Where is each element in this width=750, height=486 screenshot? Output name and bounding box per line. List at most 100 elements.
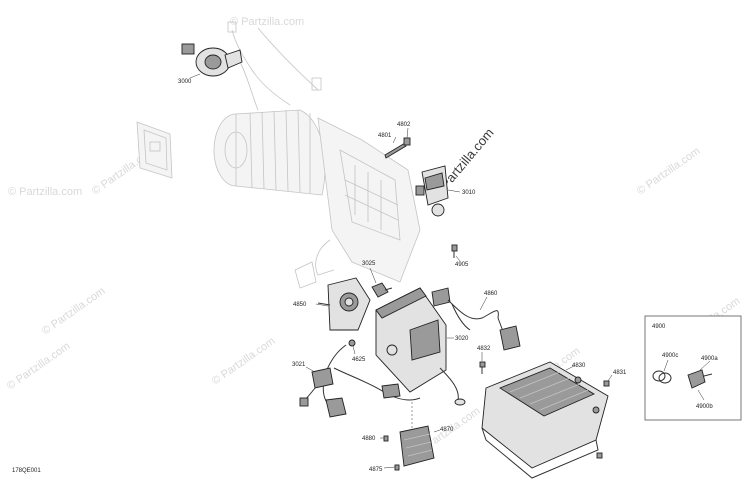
part-4850-bracket[interactable] (317, 277, 371, 331)
leader-line (189, 73, 201, 79)
controller-label (409, 319, 441, 361)
callout-3020[interactable]: 3020 (455, 336, 469, 342)
module-body (399, 425, 435, 467)
ghost-bracket (136, 121, 173, 179)
part-4880-screw[interactable] (383, 435, 389, 442)
part-4905-screw[interactable] (451, 244, 458, 258)
leader-line (447, 189, 461, 193)
callout-4900c[interactable]: 4900c (662, 353, 678, 359)
leader-line (697, 389, 705, 401)
ghost-bracket (143, 129, 168, 171)
inverter-base (481, 427, 599, 479)
part-4830-inverter[interactable] (481, 361, 609, 479)
part-3025-sensor[interactable] (371, 282, 393, 298)
leader-line (455, 255, 461, 262)
callout-4831[interactable]: 4831 (613, 370, 627, 376)
watermark-text: © Partzilla.com (40, 285, 108, 337)
leader-line (315, 303, 329, 307)
callout-4850[interactable]: 4850 (293, 302, 307, 308)
ghost-part (294, 261, 317, 289)
ghost-housing-ribs (344, 165, 399, 230)
part-4832-screw[interactable] (479, 361, 486, 374)
watermark-text: © Partzilla.com (5, 340, 73, 392)
watermark-text: © Partzilla.com (8, 186, 82, 198)
controller-top (375, 287, 427, 319)
inverter-terminal (592, 406, 600, 414)
callout-4625[interactable]: 4625 (352, 357, 366, 363)
screw-head (603, 380, 610, 387)
pump-impeller (204, 54, 222, 70)
callout-3025[interactable]: 3025 (362, 261, 376, 267)
screw-head (383, 435, 389, 442)
ghost-bracket-window (149, 141, 161, 152)
part-3021-harness[interactable] (299, 344, 421, 440)
watermark-text: © Partzilla.com (210, 335, 278, 387)
part-4875-fastener[interactable] (394, 464, 400, 471)
oring-icon (652, 370, 666, 382)
sensor-body (371, 282, 389, 298)
watermark-text: © Partzilla.com (635, 145, 703, 197)
harness-connector (325, 397, 347, 418)
leader-line (433, 429, 441, 433)
controller-cable (439, 367, 459, 401)
ghost-cable (231, 29, 291, 106)
inverter-top (499, 367, 595, 417)
pump-inlet (181, 43, 195, 55)
harness-connector-b (499, 325, 521, 351)
harness-wire (447, 299, 505, 335)
callout-4830[interactable]: 4830 (572, 363, 586, 369)
leader-line (392, 136, 397, 144)
part-4870-module[interactable] (399, 425, 435, 467)
sensor-tip (384, 287, 393, 291)
oring-icon (658, 372, 672, 384)
leader-line (699, 360, 711, 371)
ghost-context (136, 21, 421, 289)
controller-cable-end (454, 398, 466, 406)
leader-line (406, 127, 409, 139)
callout-4905[interactable]: 4905 (455, 262, 469, 268)
fastener-head (394, 464, 400, 471)
callout-4880[interactable]: 4880 (362, 436, 376, 442)
leader-line (479, 296, 488, 311)
bolt-head (403, 137, 411, 146)
part-3020-controller[interactable] (375, 287, 466, 406)
leader-line (352, 345, 356, 355)
callout-4832[interactable]: 4832 (477, 346, 491, 352)
part-4831-screw[interactable] (596, 380, 610, 459)
harness-connector (381, 383, 401, 399)
inverter-fins (509, 371, 589, 411)
callout-4875[interactable]: 4875 (369, 467, 383, 473)
leader-line (305, 366, 316, 373)
leader-line (565, 365, 575, 371)
callout-4802[interactable]: 4802 (397, 122, 411, 128)
callout-4900a[interactable]: 4900a (701, 356, 718, 362)
callout-4801[interactable]: 4801 (378, 133, 392, 139)
ghost-connector (311, 77, 322, 91)
figure-code: 178QE001 (12, 468, 41, 474)
harness-connector-a (431, 287, 451, 307)
valve-fitting (415, 185, 425, 196)
ghost-housing-face (339, 149, 401, 241)
valve-window (424, 172, 445, 191)
callout-4860[interactable]: 4860 (484, 291, 498, 297)
callout-3021[interactable]: 3021 (292, 362, 306, 368)
part-4801-bolt[interactable] (384, 137, 411, 159)
inset-4900[interactable]: 4900 4900c 4900a 4900b (644, 315, 742, 421)
leader-line (663, 359, 669, 372)
sensor-tip (703, 373, 713, 377)
inset-frame (644, 315, 742, 421)
part-4625-clip[interactable] (348, 339, 356, 347)
part-3010-valve[interactable] (415, 165, 449, 217)
callout-3000[interactable]: 3000 (178, 79, 192, 85)
ghost-cable (239, 61, 259, 111)
part-3000-pump[interactable] (181, 43, 243, 77)
ghost-motor-hub (224, 131, 248, 169)
bracket-boss (344, 297, 354, 307)
part-4860-harness[interactable] (431, 287, 521, 351)
callout-4900b[interactable]: 4900b (696, 404, 713, 410)
harness-clip (299, 397, 309, 407)
callout-3010[interactable]: 3010 (462, 190, 476, 196)
callout-4870[interactable]: 4870 (440, 427, 454, 433)
